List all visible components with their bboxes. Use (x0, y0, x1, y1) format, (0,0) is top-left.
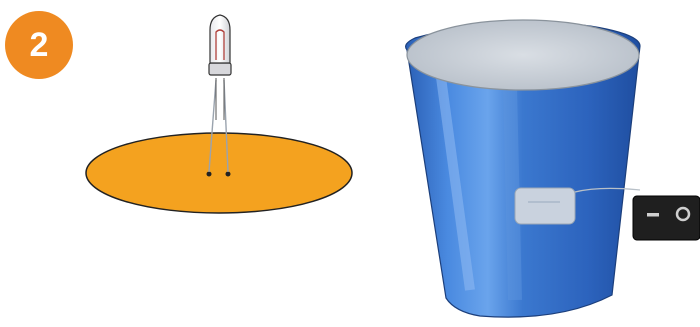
wire (574, 187, 641, 193)
step-number-badge: 2 (5, 11, 73, 79)
orange-disc (85, 132, 353, 214)
disc-hole-right (225, 171, 231, 177)
switch-minus-mark (647, 213, 659, 217)
blue-cup (405, 19, 641, 318)
switch-o-mark (675, 206, 691, 222)
disc-hole-left (206, 171, 212, 177)
switch-icon (632, 195, 700, 241)
cup-label-patch (514, 187, 576, 225)
step-number: 2 (29, 25, 49, 64)
bulb-icon (208, 14, 232, 173)
